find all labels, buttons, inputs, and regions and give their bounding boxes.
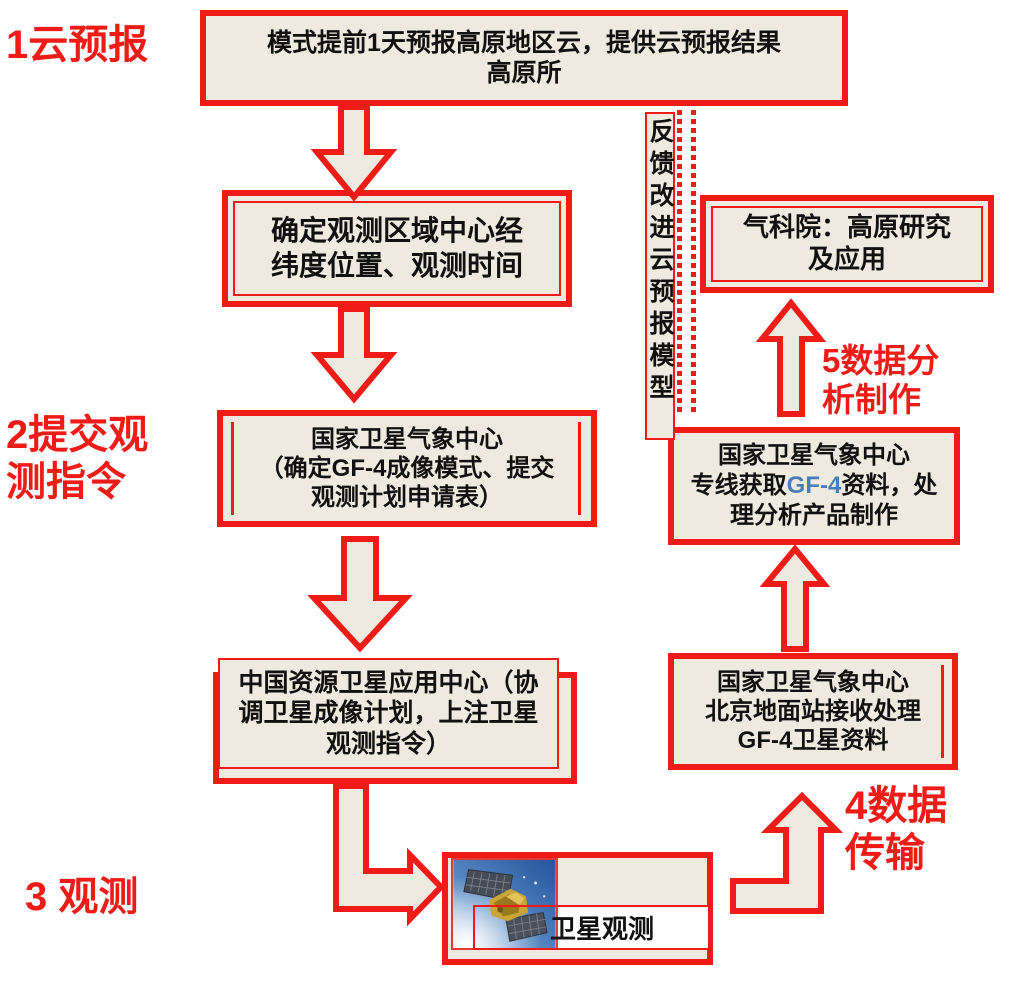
dedicated-line-row2: 专线获取GF-4资料，处 (691, 471, 938, 501)
satellite-caption-text: 卫星观测 (550, 914, 655, 944)
box-beijing-ground-station-text: 国家卫星气象中心 北京地面站接收处理 GF-4卫星资料 (705, 668, 921, 755)
arrow-down-region-to-nsmc-icon (310, 306, 398, 404)
feedback-dotted-line-left (677, 110, 682, 413)
box-observation-region-text: 确定观测区域中心经 纬度位置、观测时间 (233, 201, 561, 296)
box-cams-application: 气科院：高原研究 及应用 (700, 195, 994, 293)
box-cloud-forecast: 模式提前1天预报高原地区云，提供云预报结果 高原所 (200, 10, 848, 106)
box-nsmc-submit-plan: 国家卫星气象中心 （确定GF-4成像模式、提交 观测计划申请表） (217, 410, 597, 527)
stage-label-4-data-transfer: 4数据 传输 (845, 784, 948, 876)
satellite-caption-band: 卫星观测 (473, 905, 710, 950)
dedicated-line-row2-post: 资料，处 (841, 472, 938, 499)
left-bar-decoration (231, 422, 234, 515)
gf4-highlight-text: GF-4 (786, 472, 842, 499)
dedicated-line-row1: 国家卫星气象中心 (718, 442, 910, 469)
dedicated-line-row2-pre: 专线获取 (690, 472, 787, 499)
right-bar-decoration (941, 665, 944, 758)
right-bar-decoration (578, 422, 581, 515)
feedback-strip: 反馈改进云预报模型 (645, 112, 675, 440)
box-nsmc-submit-plan-text: 国家卫星气象中心 （确定GF-4成像模式、提交 观测计划申请表） (259, 425, 555, 512)
box-observation-region: 确定观测区域中心经 纬度位置、观测时间 (222, 190, 572, 307)
stage-label-1-cloud-forecast: 1云预报 (6, 23, 149, 67)
feedback-dotted-line-right (691, 110, 696, 413)
box-dedicated-line-processing: 国家卫星气象中心 专线获取GF-4资料，处 理分析产品制作 (668, 427, 960, 545)
arrow-up-ground-station-to-dedicated-line-icon (759, 544, 831, 652)
box-cresda: 中国资源卫星应用中心（协 调卫星成像计划，上注卫星 观测指令） (218, 658, 559, 769)
box-beijing-ground-station: 国家卫星气象中心 北京地面站接收处理 GF-4卫星资料 (668, 653, 958, 770)
arrow-elbow-cresda-to-satellite-icon (333, 783, 446, 927)
dedicated-line-row3: 理分析产品制作 (730, 502, 898, 529)
arrow-elbow-satellite-to-ground-station-icon (730, 791, 844, 914)
arrow-down-forecast-to-region-icon (310, 104, 398, 202)
stage-label-2-submit-command: 2提交观 测指令 (6, 413, 149, 505)
stage-label-3-observation: 3 观测 (25, 875, 139, 919)
stage-label-5-data-analysis: 5数据分 析制作 (822, 342, 940, 418)
arrow-down-nsmc-to-cresda-icon (307, 536, 413, 653)
box-cams-application-text: 气科院：高原研究 及应用 (711, 206, 983, 282)
arrow-up-dedicated-line-to-cams-icon (755, 298, 827, 417)
